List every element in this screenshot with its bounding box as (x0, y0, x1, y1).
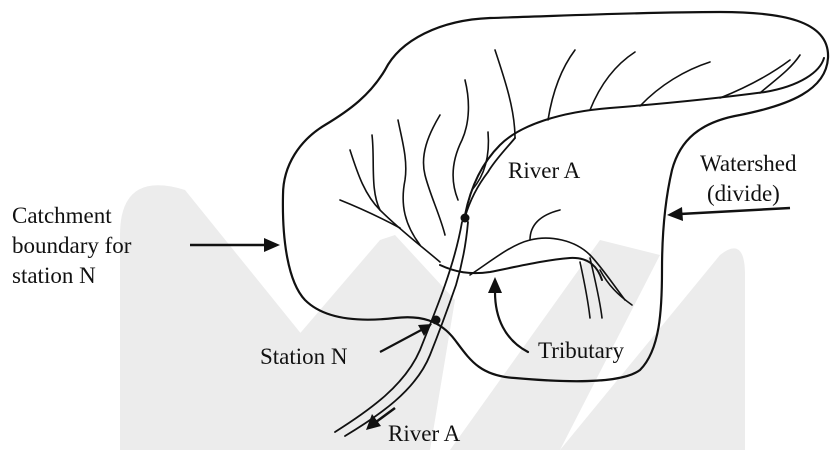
watershed-label-line-1: Watershed (700, 151, 797, 176)
watermark (120, 185, 745, 450)
river-outflow-arrow-line (375, 406, 396, 424)
stream-branch (547, 49, 576, 121)
river-a-upper (464, 137, 516, 218)
tributary-arrow-head (488, 277, 502, 293)
watershed-divide-outline (281, 10, 830, 383)
station-arrow-head (418, 324, 432, 336)
stream-branch (371, 134, 381, 211)
stream-branch (719, 59, 791, 99)
stream-branch (397, 119, 421, 246)
stream-branch (494, 49, 516, 139)
river-a-top-label: River A (508, 158, 581, 183)
catchment-label-line-2: boundary for (12, 233, 132, 258)
catchment-label-line-1: Catchment (12, 203, 112, 228)
stream-branch (339, 199, 401, 229)
station-arrow-line (379, 327, 426, 353)
tributary-branch (589, 257, 603, 319)
river-a-channel-right (344, 221, 469, 437)
arrows (190, 206, 791, 430)
tributary-arrow-line (493, 290, 530, 354)
tributary-branch (579, 261, 591, 319)
stream-branch (452, 79, 470, 201)
stream-branch (471, 131, 490, 191)
tributary-branch (599, 269, 633, 306)
watershed-arrow-line (679, 206, 791, 216)
catchment-boundary-inner (464, 57, 825, 216)
stream-branch (422, 114, 446, 236)
watershed-arrow-head (667, 207, 683, 221)
river-a-bottom-label: River A (388, 421, 461, 446)
catchment-arrow-head (264, 238, 280, 252)
station-n-label: Station N (260, 344, 348, 369)
station-n-dot (431, 315, 441, 325)
tributary-branch (529, 209, 561, 241)
watermark-shape-mid-left (200, 235, 455, 450)
stream-branch (589, 51, 636, 111)
river-a-junction-dot (460, 213, 470, 223)
river-outflow-arrow-head (366, 414, 381, 430)
stream-branch (639, 61, 711, 107)
watermark-shape-mid-right (450, 240, 660, 450)
watershed-label-line-2: (divide) (707, 181, 780, 206)
catchment-label-line-3: station N (12, 263, 96, 288)
stream-branch (759, 54, 801, 94)
tributary-label: Tributary (538, 338, 625, 363)
tributary-stream (469, 237, 626, 301)
stream-network (339, 49, 801, 319)
